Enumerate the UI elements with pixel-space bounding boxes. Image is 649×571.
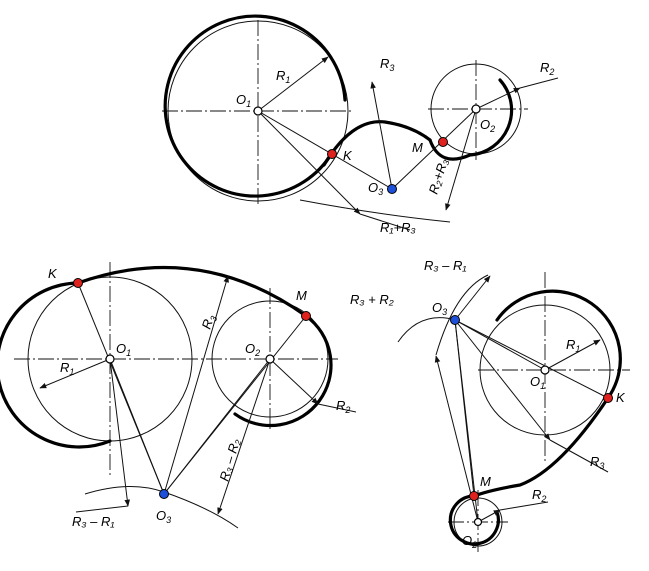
o1-center-point [253,106,263,116]
label-r3-minus-r1: R₃ – R₁ [72,514,115,529]
bottom-left-figure: K M O1 R1 R3 O2 R2 R₃ – R₂ R₃ – R₁ O3 [0,262,357,529]
outline-arc-r1-3 [495,289,622,400]
label-o1-2: O1 [116,341,131,358]
r3-minus-r1-arrow-3 [454,275,491,321]
o3-locus-arc-c [435,274,489,356]
o3-center-point-2 [159,489,169,499]
r3-minus-r2-arrow [217,358,271,515]
r1-arrow [257,56,329,112]
outline-arc-r3-3 [472,396,610,498]
tangent-point-k [327,149,337,159]
label-o2-2: O2 [245,341,260,358]
top-figure: O1 R1 R3 R2 O2 K M O3 R₁+R₃ R₂+R₃ [162,14,559,235]
r2-leader-2 [317,403,357,413]
o3-o2-line-2 [163,358,271,495]
label-r3-2: R3 [199,313,220,332]
bottom-right-figure: R₃ – R₁ R₃ + R₂ O3 R1 O1 K R3 M R2 O2 [350,258,630,552]
r3-arrow-3 [454,319,551,441]
label-r2: R2 [540,60,554,77]
o3-o1-line-3 [454,319,546,371]
outline-arc-r2-2 [233,314,333,428]
label-k: K [343,148,353,163]
o2-center-point [471,104,481,114]
r2-arrow-3 [477,509,501,523]
o3-o2-line [391,108,477,190]
label-r1-plus-r3: R₁+R₃ [380,220,416,235]
label-o2: O2 [480,117,495,134]
o3-locus-arc [299,199,451,223]
outline-arc-r2 [428,78,514,161]
r3-arrow-2 [163,275,229,495]
label-r3: R3 [380,56,394,73]
label-o3-3: O3 [432,300,447,317]
label-r3-3: R3 [590,454,604,471]
o3-center-point [387,184,397,194]
r2-plus-r3-arrow [445,108,477,211]
r3-arrow [370,81,393,190]
o3-locus-arc-a [84,486,165,495]
r1-arrow-2 [39,358,111,389]
label-m-2: M [296,288,307,303]
label-r3-minus-r1-3: R₃ – R₁ [424,258,467,273]
outline-arc-r3 [322,120,432,167]
label-r1-2: R1 [60,360,74,377]
o1-center-point-2 [105,354,115,364]
r2-leader [519,77,559,89]
label-o3: O3 [368,180,383,197]
o3-locus-arc-d [397,317,457,343]
tangent-point-m-3 [469,491,479,501]
tangent-point-m [438,137,448,147]
label-r2-2: R2 [336,398,350,415]
label-k-3: K [616,390,626,405]
r2-arrow-2 [269,358,319,405]
o3-k-line-3 [454,319,609,399]
o3-o1-line [109,358,165,495]
label-o3-2: O3 [156,508,171,525]
o1-o3-line [257,110,393,190]
outline-arc-r1 [163,14,347,198]
label-m: M [412,140,423,155]
r2-leader-3 [499,501,549,511]
circle-r2-2 [211,300,329,418]
label-r2-plus-r3: R₂+R₃ [426,157,452,196]
r1-plus-r3-arrow [257,110,361,215]
tangent-point-m-2 [301,311,311,321]
outline-arc-r2-3 [448,494,500,546]
o2-center-point-2 [265,354,275,364]
tangent-point-k-2 [73,278,83,288]
r3-leader-3 [549,439,609,473]
outline-arc-r3-2 [76,265,308,318]
r3-minus-r1-arrow [109,358,131,507]
label-r1: R1 [276,68,290,85]
label-o1-3: O1 [530,374,545,391]
label-o2-3: O2 [462,533,477,550]
outline-arc-r1-2 [0,281,112,449]
label-r3-minus-r2: R₃ – R₂ [216,437,242,483]
r3-minus-r1-leader [75,505,129,513]
label-r2-3: R2 [532,487,546,504]
o2-center-point-3 [473,517,483,527]
circle-r1 [167,20,349,202]
label-m-3: M [480,474,491,489]
o3-center-point-3 [450,315,460,325]
r2-arrow [475,87,521,110]
o1-center-point-3 [540,365,550,375]
r1-arrow-3 [544,339,601,371]
label-o1: O1 [236,92,251,109]
o3-locus-arc-b [163,491,239,529]
tangent-point-k-3 [603,393,613,403]
r1-plus-r3-leader [359,213,411,231]
label-r1-3: R1 [566,337,580,354]
o3-o2-line-3 [454,319,479,523]
label-k-2: K [48,266,58,281]
label-r3-plus-r2: R₃ + R₂ [350,292,394,307]
